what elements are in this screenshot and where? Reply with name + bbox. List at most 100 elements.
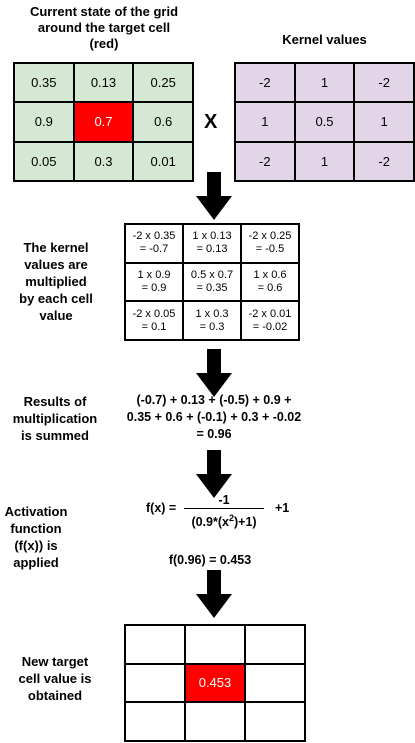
kernel-grid: -2 1 -2 1 0.5 1 -2 1 -2 <box>234 62 415 182</box>
grid-cell: 0.9 <box>14 102 74 142</box>
product-expr: 1 x 0.9 <box>137 268 171 281</box>
multiply-step-label: The kernel values are multiplied by each… <box>0 239 112 324</box>
product-cell: 0.5 x 0.7= 0.35 <box>183 262 241 302</box>
product-result: = 0.1 <box>141 320 167 333</box>
sum-expression: (-0.7) + 0.13 + (-0.5) + 0.9 + 0.35 + 0.… <box>110 392 318 443</box>
kernel-cell: 1 <box>354 102 414 142</box>
product-expr: -2 x 0.05 <box>132 307 176 320</box>
label-line: multiplied <box>25 274 87 289</box>
cell-grid: 0.35 0.13 0.25 0.9 0.7 0.6 0.05 0.3 0.01 <box>13 62 194 182</box>
kernel-cell: 1 <box>294 141 355 181</box>
down-arrow-icon <box>196 570 232 618</box>
label-line: cell value is <box>18 671 92 686</box>
product-expr: -2 x 0.25 <box>248 230 292 243</box>
result-cell <box>185 702 245 741</box>
multiply-operator: X <box>204 111 218 133</box>
product-result: = 0.35 <box>196 281 228 294</box>
result-cell <box>185 625 245 664</box>
denominator-part: (0.9*(x <box>191 515 229 530</box>
product-cell: 1 x 0.6= 0.6 <box>241 262 299 302</box>
product-result: = 0.9 <box>141 281 167 294</box>
grid-cell: 0.6 <box>133 102 193 142</box>
label-line: value <box>39 308 73 323</box>
kernel-cell: -2 <box>354 141 414 181</box>
grid-cell: 0.35 <box>14 63 74 103</box>
product-cell: 1 x 0.9= 0.9 <box>125 262 183 302</box>
product-result: = 0.6 <box>257 281 283 294</box>
label-line: by each cell <box>19 291 93 306</box>
grid-cell: 0.05 <box>14 141 74 181</box>
sum-step-label: Results of multiplication is summed <box>0 393 110 444</box>
label-line: values are <box>24 257 88 272</box>
down-arrow-icon <box>196 172 232 220</box>
denominator-part: )+1) <box>233 515 257 530</box>
product-cell: -2 x 0.35= -0.7 <box>125 224 183 263</box>
product-cell: 1 x 0.13= 0.13 <box>183 224 241 263</box>
products-grid: -2 x 0.35= -0.7 1 x 0.13= 0.13 -2 x 0.25… <box>124 223 300 341</box>
result-cell <box>125 702 185 741</box>
result-step-label: New target cell value is obtained <box>0 653 110 704</box>
formula-numerator: -1 <box>218 493 230 507</box>
result-grid: 0.453 <box>124 624 306 742</box>
kernel-cell: 0.5 <box>294 102 355 142</box>
target-cell: 0.7 <box>73 102 134 142</box>
grid-cell: 0.25 <box>133 63 193 103</box>
grid-state-title-line: (red) <box>89 36 119 51</box>
product-expr: 1 x 0.3 <box>195 307 229 320</box>
formula-plus-one: +1 <box>275 501 290 515</box>
grid-state-title-line: Current state of the grid <box>29 4 179 19</box>
sum-line: = 0.96 <box>196 427 232 441</box>
result-cell <box>245 625 305 664</box>
label-line: Activation <box>4 504 68 519</box>
label-line: obtained <box>27 688 83 703</box>
product-expr: 1 x 0.13 <box>192 230 232 243</box>
result-cell <box>245 702 305 741</box>
down-arrow-icon <box>196 349 232 397</box>
label-line: Results of <box>23 394 87 409</box>
grid-cell: 0.3 <box>73 141 134 181</box>
product-cell: -2 x 0.01= -0.02 <box>241 301 299 340</box>
kernel-title: Kernel values <box>282 32 367 47</box>
product-cell: -2 x 0.05= 0.1 <box>125 301 183 340</box>
label-line: multiplication <box>12 411 98 426</box>
label-line: New target <box>21 654 89 669</box>
activation-step-label: Activation function (f(x)) is applied <box>0 503 72 571</box>
result-cell <box>125 663 185 703</box>
denominator-exponent: 2 <box>228 513 234 523</box>
kernel-cell: -2 <box>235 141 295 181</box>
label-line: The kernel <box>23 240 89 255</box>
activation-result: f(0.96) = 0.453 <box>168 553 252 567</box>
label-line: is summed <box>21 428 89 443</box>
fraction-bar <box>184 508 264 509</box>
formula-fx: f(x) = <box>146 501 177 515</box>
formula-denominator: (0.9*(x2)+1) <box>178 513 270 529</box>
product-expr: -2 x 0.35 <box>132 230 176 243</box>
new-target-cell: 0.453 <box>185 663 245 703</box>
label-line: (f(x)) is <box>14 538 58 553</box>
grid-state-title: Current state of the grid around the tar… <box>10 4 198 52</box>
product-result: = 0.13 <box>196 243 228 256</box>
result-cell <box>125 625 185 664</box>
sum-line: (-0.7) + 0.13 + (-0.5) + 0.9 + <box>136 393 292 407</box>
product-expr: -2 x 0.01 <box>248 307 292 320</box>
sum-line: 0.35 + 0.6 + (-0.1) + 0.3 + -0.02 <box>126 410 302 424</box>
grid-cell: 0.13 <box>73 63 134 103</box>
grid-state-title-line: around the target cell <box>37 20 171 35</box>
label-line: function <box>10 521 62 536</box>
product-result: = -0.7 <box>139 243 169 256</box>
result-cell <box>245 663 305 703</box>
product-expr: 1 x 0.6 <box>253 268 287 281</box>
kernel-cell: -2 <box>354 63 414 103</box>
grid-cell: 0.01 <box>133 141 193 181</box>
kernel-cell: -2 <box>235 63 295 103</box>
product-cell: -2 x 0.25= -0.5 <box>241 224 299 263</box>
kernel-cell: 1 <box>235 102 295 142</box>
product-expr: 0.5 x 0.7 <box>190 268 234 281</box>
product-cell: 1 x 0.3= 0.3 <box>183 301 241 340</box>
label-line: applied <box>13 555 59 570</box>
product-result: = -0.5 <box>255 243 285 256</box>
kernel-cell: 1 <box>294 63 355 103</box>
product-result: = -0.02 <box>252 320 288 333</box>
down-arrow-icon <box>196 450 232 498</box>
product-result: = 0.3 <box>199 320 225 333</box>
